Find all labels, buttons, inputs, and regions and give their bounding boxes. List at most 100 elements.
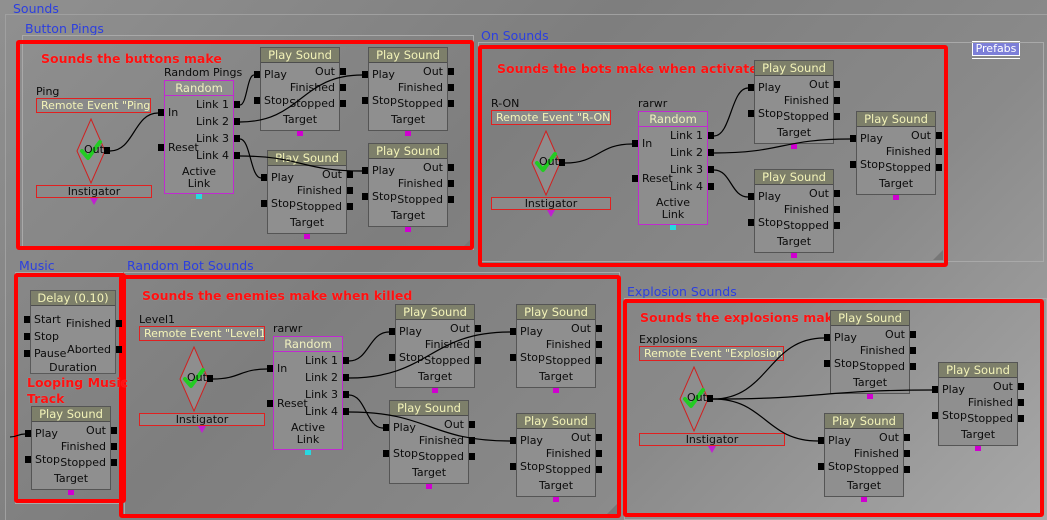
out-output-pin[interactable] [448, 164, 454, 171]
out-output-pin[interactable] [207, 375, 213, 382]
in-input-pin[interactable] [267, 365, 273, 372]
target-variable-pin[interactable] [791, 253, 797, 258]
play-sound-header[interactable]: Play Sound [517, 414, 595, 429]
play-sound-header[interactable]: Play Sound [268, 151, 346, 166]
active-link-variable-pin[interactable] [670, 225, 676, 230]
play-input-pin[interactable] [25, 430, 31, 437]
finished-output-pin[interactable] [469, 437, 475, 444]
remote-event-node[interactable]: Remote Event "Level1" [139, 326, 265, 341]
target-variable-pin[interactable] [893, 195, 899, 200]
reset-input-pin[interactable] [632, 175, 638, 182]
play-sound-header[interactable]: Play Sound [831, 311, 909, 326]
target-variable-pin[interactable] [68, 490, 74, 495]
stopped-output-pin[interactable] [111, 459, 117, 466]
play-sound-header[interactable]: Play Sound [369, 144, 447, 159]
stopped-output-pin[interactable] [1018, 415, 1024, 422]
in-input-pin[interactable] [158, 109, 164, 116]
out-output-pin[interactable] [1018, 383, 1024, 390]
finished-output-pin[interactable] [347, 187, 353, 194]
stop-input-pin[interactable] [383, 450, 389, 457]
instigator-variable[interactable]: Instigator [36, 185, 152, 198]
play-input-pin[interactable] [510, 437, 516, 444]
group-label-on-sounds[interactable]: On Sounds [481, 28, 549, 43]
delay-input-pin[interactable] [24, 316, 30, 323]
instigator-variable[interactable]: Instigator [639, 433, 785, 446]
play-sound-header[interactable]: Play Sound [939, 363, 1017, 378]
play-input-pin[interactable] [824, 334, 830, 341]
target-variable-pin[interactable] [861, 497, 867, 502]
target-variable-pin[interactable] [297, 131, 303, 136]
link-3-output-pin[interactable] [708, 166, 714, 173]
play-input-pin[interactable] [748, 84, 754, 91]
stopped-output-pin[interactable] [936, 164, 942, 171]
out-output-pin[interactable] [596, 325, 602, 332]
stop-input-pin[interactable] [818, 463, 824, 470]
stopped-output-pin[interactable] [904, 466, 910, 473]
out-output-pin[interactable] [936, 132, 942, 139]
play-input-pin[interactable] [254, 71, 260, 78]
stop-input-pin[interactable] [389, 354, 395, 361]
finished-output-pin[interactable] [596, 341, 602, 348]
out-output-pin[interactable] [910, 331, 916, 338]
stopped-output-pin[interactable] [448, 100, 454, 107]
event-diamond[interactable] [179, 345, 209, 413]
stop-input-pin[interactable] [25, 456, 31, 463]
stop-input-pin[interactable] [510, 463, 516, 470]
finished-output-pin[interactable] [834, 206, 840, 213]
play-sound-header[interactable]: Play Sound [396, 305, 474, 320]
target-variable-pin[interactable] [553, 497, 559, 502]
instigator-variable[interactable]: Instigator [491, 197, 611, 210]
random-header[interactable]: Random [274, 337, 342, 352]
play-input-pin[interactable] [261, 174, 267, 181]
out-output-pin[interactable] [834, 190, 840, 197]
link-1-output-pin[interactable] [708, 132, 714, 139]
link-1-output-pin[interactable] [234, 101, 240, 108]
link-3-output-pin[interactable] [343, 391, 349, 398]
out-output-pin[interactable] [559, 159, 565, 166]
play-sound-header[interactable]: Play Sound [755, 61, 833, 76]
finished-output-pin[interactable] [904, 450, 910, 457]
out-output-pin[interactable] [834, 81, 840, 88]
in-input-pin[interactable] [632, 140, 638, 147]
out-output-pin[interactable] [347, 171, 353, 178]
target-variable-pin[interactable] [553, 388, 559, 393]
link-2-output-pin[interactable] [234, 118, 240, 125]
out-output-pin[interactable] [469, 421, 475, 428]
stop-input-pin[interactable] [932, 412, 938, 419]
stopped-output-pin[interactable] [448, 196, 454, 203]
finished-output-pin[interactable] [1018, 399, 1024, 406]
group-label-button-pings[interactable]: Button Pings [25, 21, 104, 36]
group-label-music[interactable]: Music [19, 258, 55, 273]
out-output-pin[interactable] [596, 434, 602, 441]
event-diamond[interactable] [76, 117, 106, 185]
finished-output-pin[interactable] [910, 347, 916, 354]
group-label-random-bot-sounds[interactable]: Random Bot Sounds [127, 258, 254, 273]
link-4-output-pin[interactable] [234, 152, 240, 159]
resize-handle-icon[interactable] [607, 504, 617, 514]
reset-input-pin[interactable] [158, 144, 164, 151]
group-label-explosion-sounds[interactable]: Explosion Sounds [627, 284, 737, 299]
out-output-pin[interactable] [340, 68, 346, 75]
stop-input-pin[interactable] [850, 161, 856, 168]
active-link-variable-pin[interactable] [196, 194, 202, 199]
target-variable-pin[interactable] [426, 484, 432, 489]
link-1-output-pin[interactable] [343, 357, 349, 364]
out-output-pin[interactable] [448, 68, 454, 75]
delay-header[interactable]: Delay (0.10) [31, 291, 115, 306]
stopped-output-pin[interactable] [596, 357, 602, 364]
play-input-pin[interactable] [748, 193, 754, 200]
play-sound-header[interactable]: Play Sound [32, 407, 110, 422]
event-diamond[interactable] [531, 129, 561, 197]
active-link-variable-pin[interactable] [305, 450, 311, 455]
